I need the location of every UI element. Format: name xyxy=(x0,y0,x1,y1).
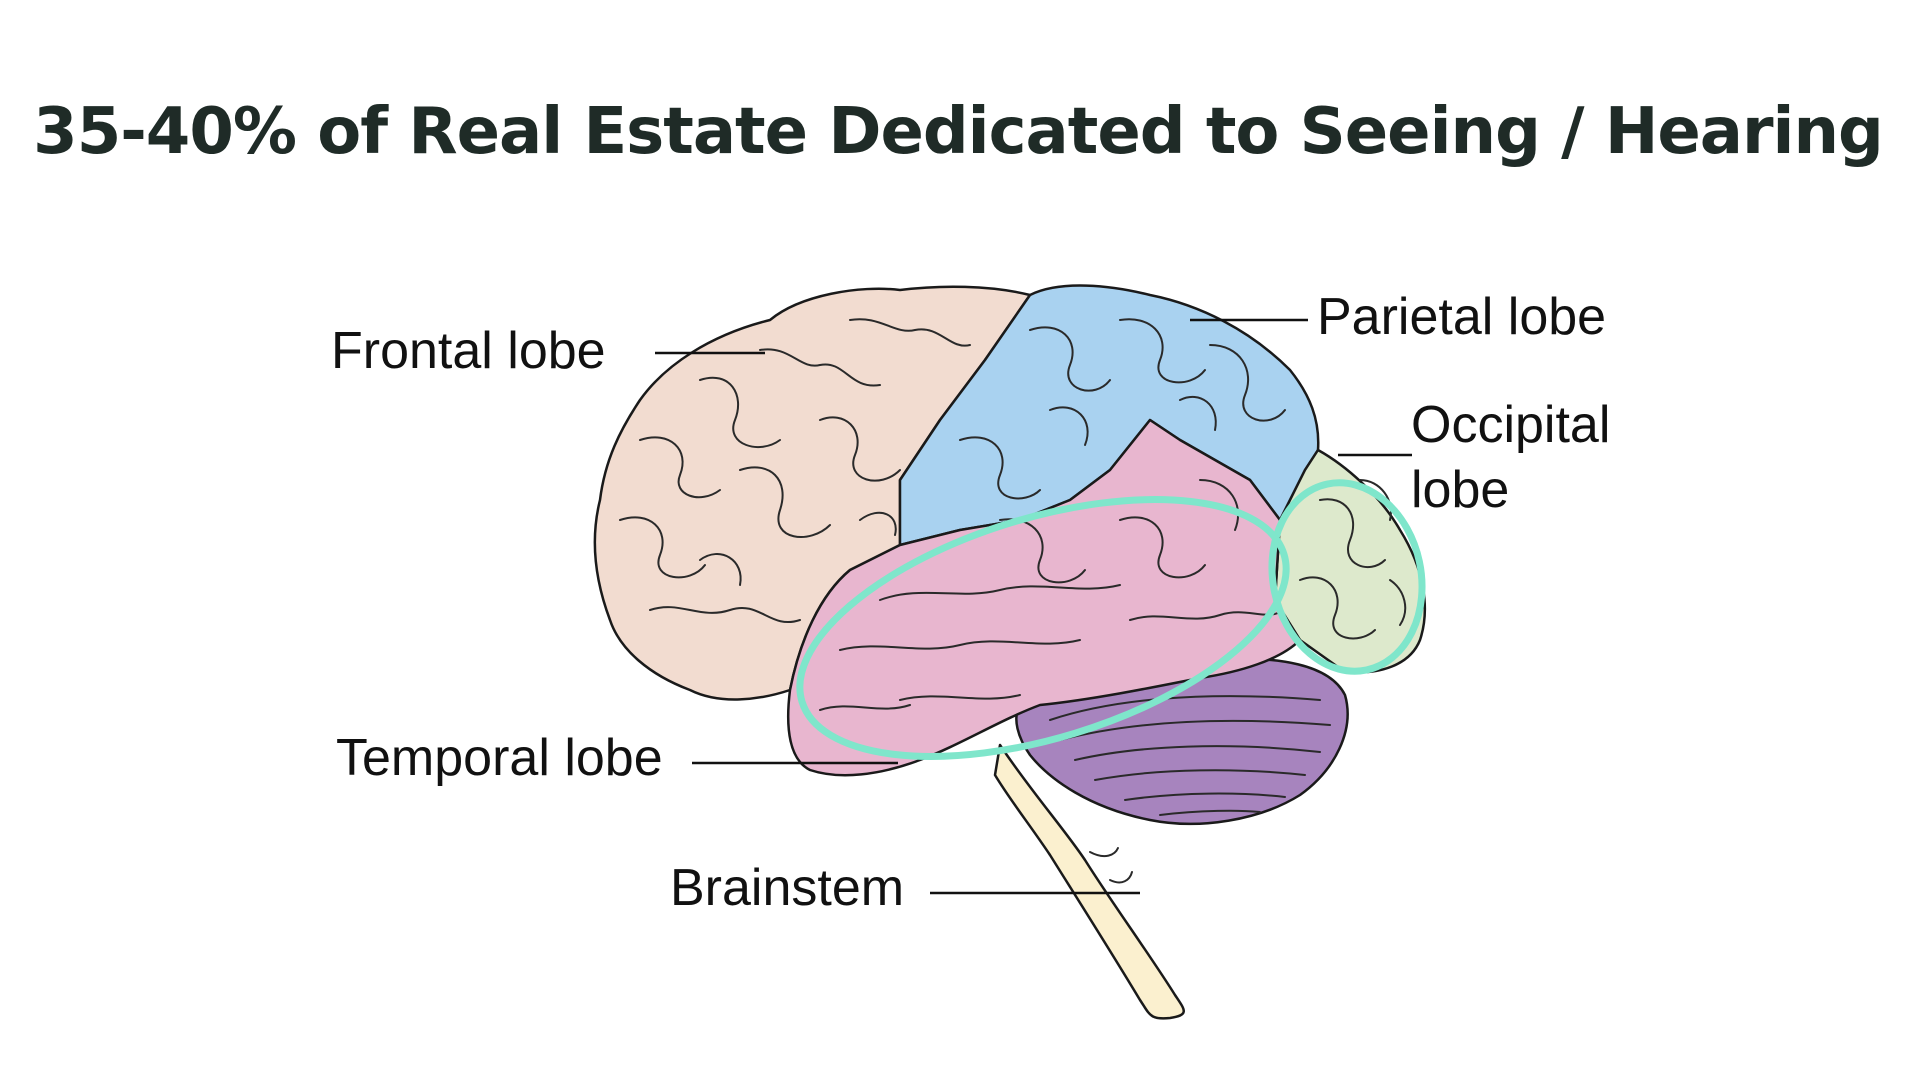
brainstem-label: Brainstem xyxy=(670,859,904,917)
temporal-lobe-highlight xyxy=(796,496,1290,760)
temporal-lobe-label: Temporal lobe xyxy=(336,729,663,787)
brainstem-shape xyxy=(993,743,1185,1020)
slide-title: 35-40% of Real Estate Dedicated to Seein… xyxy=(33,95,1884,169)
frontal-lobe-label: Frontal lobe xyxy=(331,322,606,380)
parietal-lobe-label: Parietal lobe xyxy=(1317,288,1606,346)
occipital-lobe-highlight xyxy=(1268,479,1426,675)
frontal-lobe-shape xyxy=(593,285,1032,701)
occipital-lobe-label-line2: lobe xyxy=(1411,461,1509,519)
occipital-lobe-label-line1: Occipital xyxy=(1411,396,1610,454)
